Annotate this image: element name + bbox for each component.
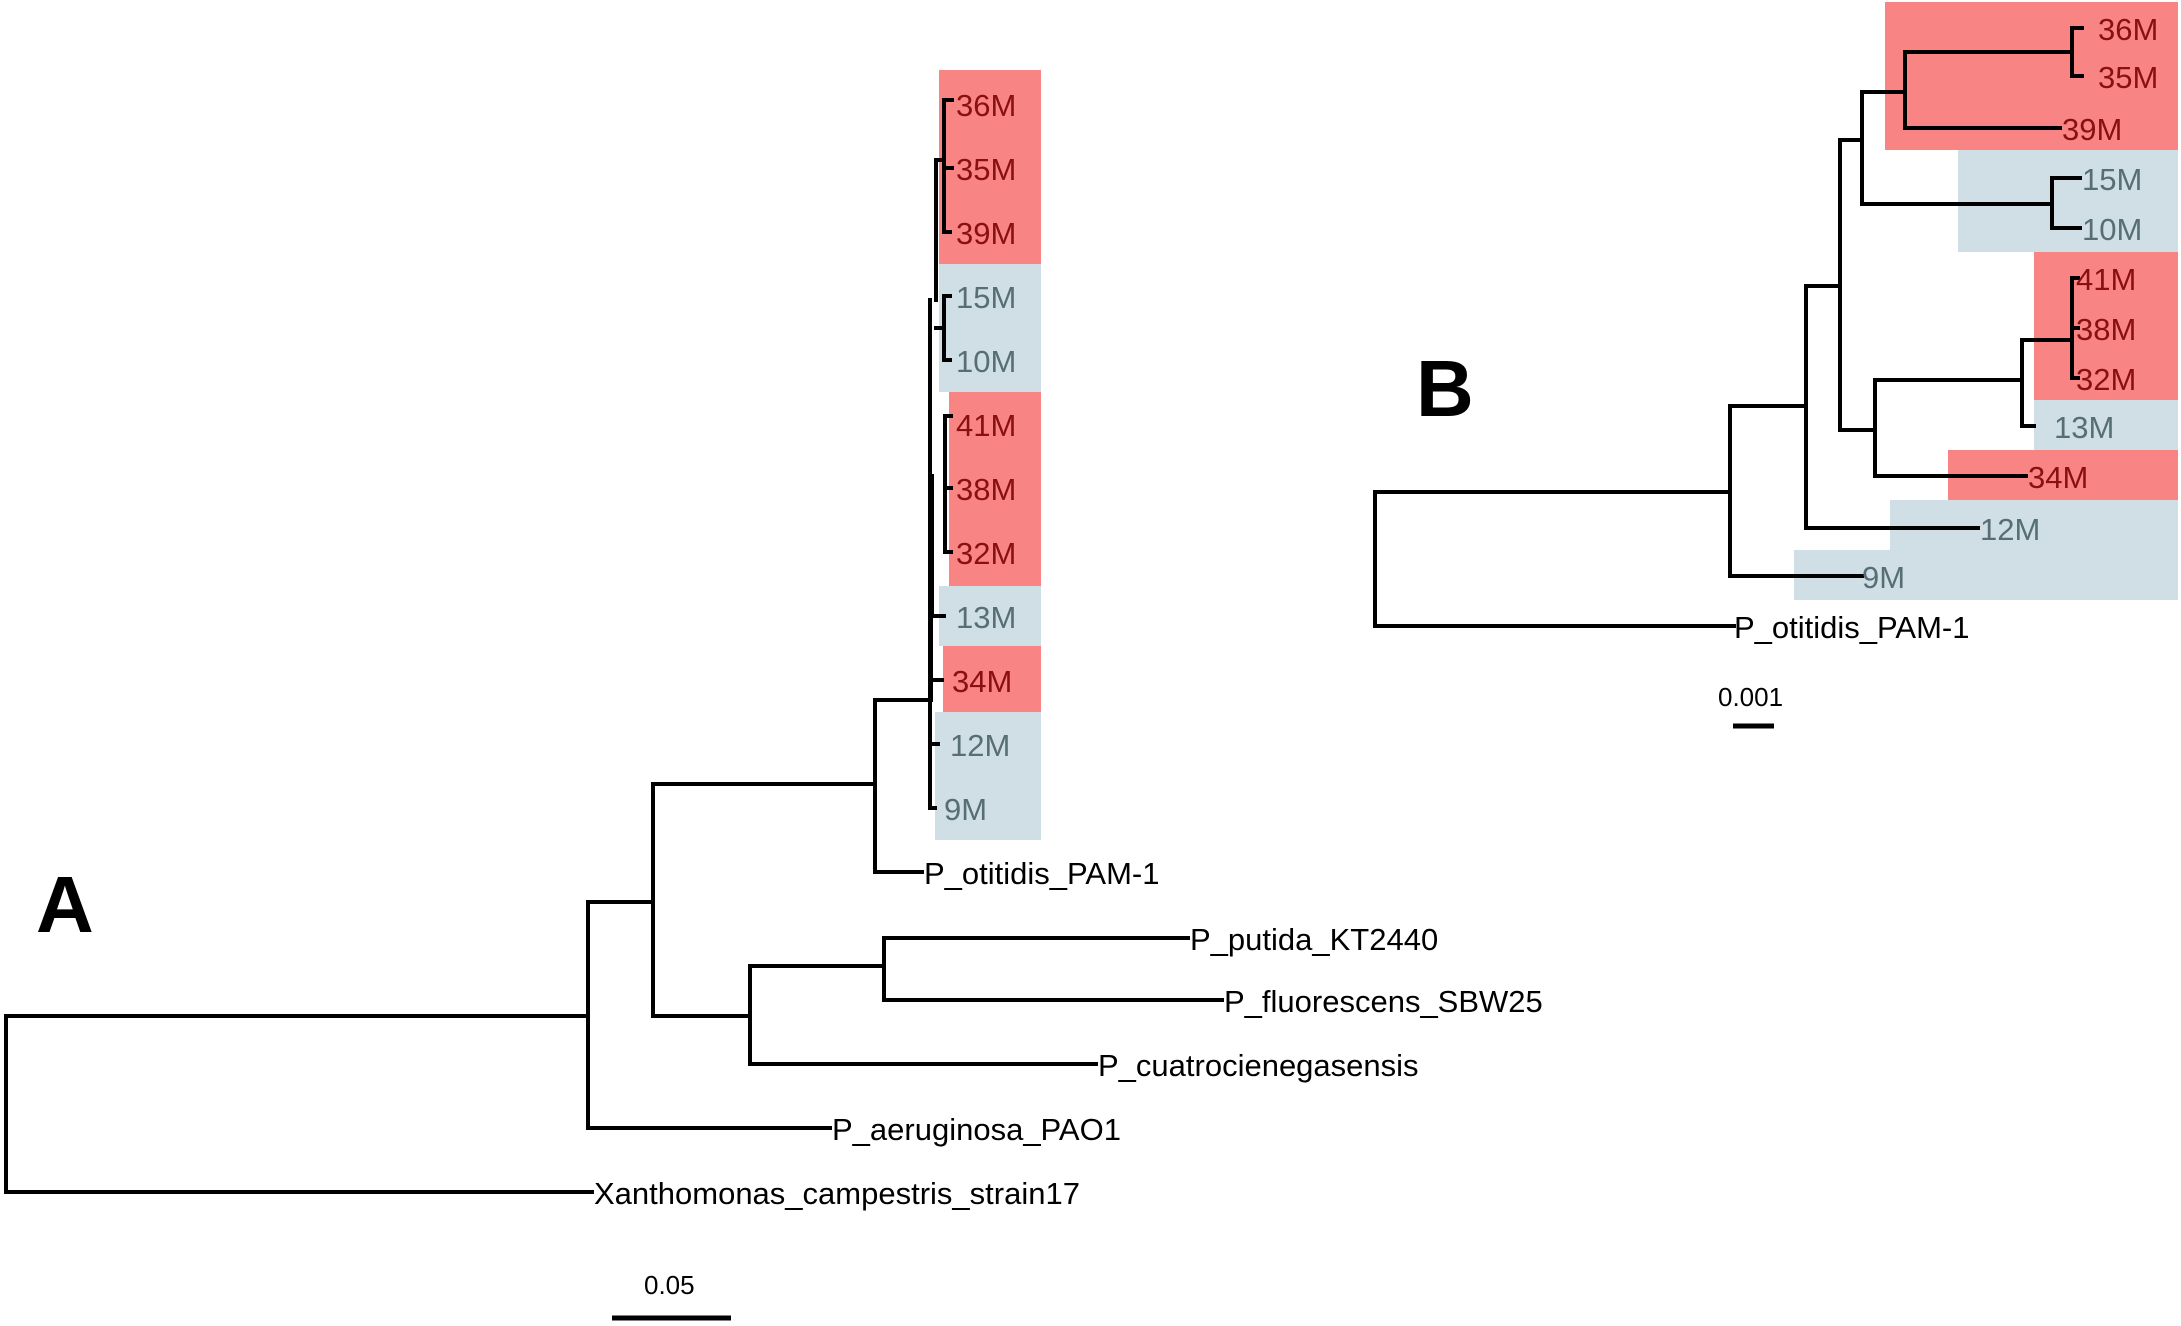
tip-a-36m: 36M: [956, 88, 1016, 123]
tip-a-39m: 39M: [956, 216, 1016, 251]
highlight-a-red-1: [939, 70, 1041, 264]
tip-a-32m: 32M: [956, 536, 1016, 571]
branch-a-putida-group: [748, 964, 1098, 1066]
tip-a-34m: 34M: [952, 664, 1012, 699]
tip-a-38m: 38M: [956, 472, 1016, 507]
tip-a-aeruginosa: P_aeruginosa_PAO1: [832, 1112, 1121, 1147]
tip-b-32m: 32M: [2076, 362, 2136, 397]
tip-b-39m: 39M: [2062, 112, 2122, 147]
branch-a-putida-pair: [882, 936, 1224, 1002]
branch-b-clade-15-10: [1860, 176, 2082, 230]
highlight-b-red-1: [1885, 2, 2178, 150]
branch-a-clade-36-39: [934, 98, 954, 302]
highlight-b-blue-1: [1958, 150, 2178, 252]
branch-b-node3: [1804, 138, 1842, 432]
tree-a-branches: [4, 98, 1224, 1194]
branch-b-root: [1373, 490, 1736, 628]
panel-a: 36M 35M 39M 15M 10M 41M 38M 32M 13M 34M …: [4, 70, 1543, 1321]
tree-b-branches: [1373, 26, 2084, 628]
branch-b-node1: [1728, 404, 1864, 578]
branch-b-node2: [1728, 284, 1980, 530]
tip-a-xanthomonas: Xanthomonas_campestris_strain17: [594, 1176, 1080, 1211]
tip-a-cuatro: P_cuatrocienegasensis: [1098, 1048, 1419, 1083]
scale-bar-a: 0.05: [612, 1270, 731, 1321]
tip-b-9m: 9M: [1862, 560, 1905, 595]
tip-a-fluorescens: P_fluorescens_SBW25: [1224, 984, 1543, 1019]
panel-b: 36M 35M 39M 15M 10M 41M 38M 32M 13M 34M …: [1373, 2, 2178, 729]
tip-a-10m: 10M: [956, 344, 1016, 379]
branch-a-clade-41-32: [943, 414, 953, 554]
branch-a-root: [4, 1014, 590, 1194]
branch-b-clade-41-13: [1873, 338, 2036, 428]
tip-a-putida: P_putida_KT2440: [1190, 922, 1438, 957]
scale-label-b: 0.001: [1718, 682, 1783, 712]
highlight-a-red-2: [949, 392, 1041, 586]
highlight-a-blue-2: [939, 586, 1041, 646]
tip-b-36m: 36M: [2098, 12, 2158, 47]
tip-b-otitidis: P_otitidis_PAM-1: [1734, 610, 1969, 645]
panel-label-a: A: [36, 860, 94, 949]
tips-a: 36M 35M 39M 15M 10M 41M 38M 32M 13M 34M …: [594, 88, 1543, 1211]
highlight-b-red-2: [2034, 252, 2178, 400]
tip-b-10m: 10M: [2082, 212, 2142, 247]
highlight-b-blue-2: [2034, 400, 2178, 450]
tip-a-9m: 9M: [944, 792, 987, 827]
branch-a-clade-41-13: [930, 474, 946, 618]
tips-b: 36M 35M 39M 15M 10M 41M 38M 32M 13M 34M …: [1734, 12, 2158, 645]
highlight-a-blue-1: [939, 264, 1041, 392]
branch-b-clade-41-34: [1838, 378, 2028, 478]
tip-b-13m: 13M: [2054, 410, 2114, 445]
highlight-a-blue-3: [935, 712, 1041, 840]
branch-b-clade-41-32: [2020, 276, 2080, 380]
branch-a-inner: [651, 782, 877, 1018]
highlight-b-blue-3: [1890, 500, 2178, 550]
tip-a-13m: 13M: [956, 600, 1016, 635]
scale-bar-b: 0.001: [1718, 682, 1783, 729]
tip-b-34m: 34M: [2028, 460, 2088, 495]
tip-a-12m: 12M: [950, 728, 1010, 763]
branch-a-clade-15-10: [934, 294, 952, 362]
branch-a-pseudomonas: [586, 900, 832, 1130]
panel-label-b: B: [1416, 344, 1474, 433]
tip-a-35m: 35M: [956, 152, 1016, 187]
branch-b-clade-36-39: [1860, 26, 2084, 130]
tip-b-35m: 35M: [2098, 60, 2158, 95]
tip-a-41m: 41M: [956, 408, 1016, 443]
tip-b-41m: 41M: [2076, 262, 2136, 297]
tip-a-15m: 15M: [956, 280, 1016, 315]
tip-a-otitidis: P_otitidis_PAM-1: [924, 856, 1159, 891]
branch-b-node4: [1838, 90, 1864, 206]
highlight-a-red-3: [943, 646, 1041, 712]
branch-a-otitidis-node: [873, 698, 932, 874]
tip-b-38m: 38M: [2076, 312, 2136, 347]
tip-b-12m: 12M: [1980, 512, 2040, 547]
tip-b-15m: 15M: [2082, 162, 2142, 197]
scale-label-a: 0.05: [644, 1270, 695, 1300]
